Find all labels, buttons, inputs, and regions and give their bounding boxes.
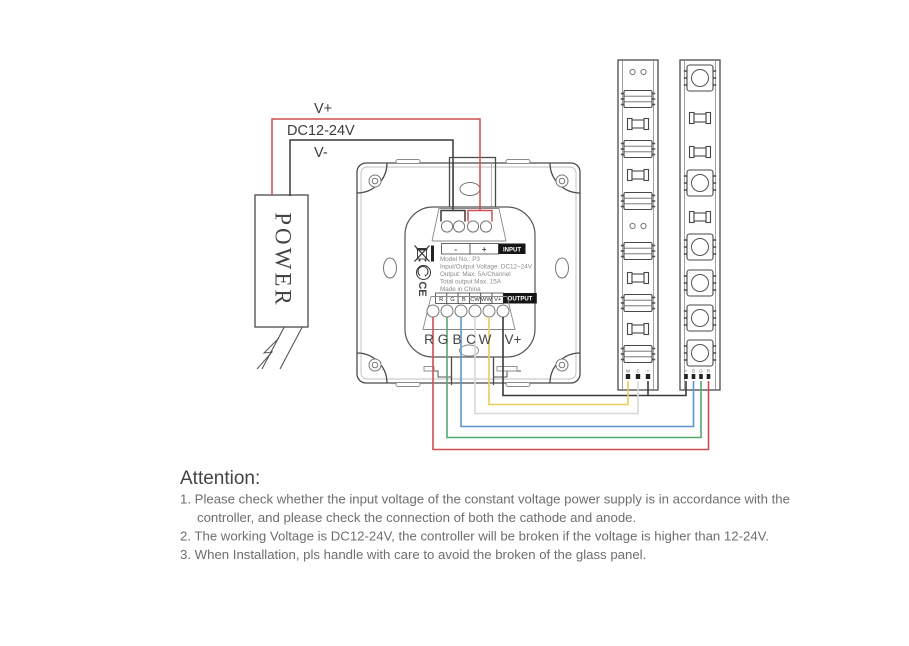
info-output: Output: Max. 5A/Channel [440, 271, 511, 278]
terminal-label-b: B [452, 332, 461, 347]
label-v-plus: V+ [314, 101, 332, 117]
pad-label: G [699, 369, 702, 374]
ac-input-wire [261, 327, 285, 370]
wire-cw-white [474, 317, 639, 415]
pad-label: R [707, 369, 710, 374]
output-recess [422, 296, 516, 330]
input-wires [271, 118, 493, 222]
output-label-row: R G B CW WW V+ OUTPUT [435, 292, 537, 304]
out-box-g: G [450, 297, 455, 303]
terminal-letters: R G B C W V+ [424, 332, 521, 347]
out-box-b: B [462, 297, 466, 303]
led-strip-left: W C + [617, 59, 659, 391]
input-bracket-plus [467, 209, 493, 222]
output-label: OUTPUT [508, 297, 533, 303]
certification-icons: CE [414, 245, 434, 297]
attention-section: Attention: 1. Please check whether the i… [180, 468, 790, 562]
wire-vplus-black [502, 317, 687, 397]
mount-tab [395, 382, 421, 387]
strip-left-pads: W C + [625, 369, 651, 379]
top-wire-channel [448, 156, 497, 209]
input-wire-vplus [271, 118, 481, 211]
pad-label: B [692, 369, 695, 374]
ce-mark: CE [416, 281, 428, 296]
wire-r-red [432, 317, 710, 451]
out-box-ww: WW [481, 297, 492, 303]
input-label: INPUT [503, 247, 521, 253]
strip-left-body [617, 59, 659, 391]
terminal-label-c: C [466, 332, 476, 347]
mount-tab [395, 159, 421, 164]
led-strip-right: + B G R [679, 59, 721, 391]
wire-ww-yellow [488, 317, 629, 406]
input-bracket-minus [440, 209, 466, 222]
pad-label: W [626, 369, 630, 374]
pad-label: + [685, 369, 688, 374]
controller-module: - + INPUT CE Model No.: P3 Inpu [404, 206, 537, 358]
info-origin: Made in China [440, 286, 481, 293]
out-box-cw: CW [470, 297, 480, 303]
input-label-row: - + INPUT [441, 243, 526, 255]
label-dc-range: DC12-24V [287, 123, 355, 139]
out-box-v: V+ [494, 297, 502, 303]
terminal-label-r: R [424, 332, 434, 347]
input-terminals [440, 220, 493, 233]
power-supply: POWER [254, 194, 309, 370]
wire-g-green [446, 317, 702, 439]
ac-input-wire [279, 327, 303, 370]
mount-tab [505, 159, 531, 164]
module-bottom-oval [459, 344, 479, 357]
out-box-r: R [439, 297, 443, 303]
output-wires [432, 317, 710, 451]
side-oval [383, 257, 397, 279]
side-oval [555, 257, 569, 279]
attention-line-1b: controller, and please check the connect… [197, 510, 636, 525]
supply-labels: V+ DC12-24V V- [287, 101, 355, 161]
strip-left-components [619, 68, 657, 364]
label-v-minus: V- [314, 145, 328, 161]
attention-title: Attention: [180, 468, 260, 489]
strip-right-pads: + B G R [684, 369, 711, 379]
terminal-label-vplus: V+ [505, 332, 522, 347]
bottom-wire-channel [423, 356, 521, 385]
info-total: Total output Max. 15A [440, 279, 502, 286]
lightning-bolt-icon [256, 337, 280, 370]
mount-tab [505, 382, 531, 387]
power-supply-body [254, 194, 309, 328]
module-info-text: Model No.: P3 Input/Output Voltage: DC12… [440, 256, 533, 293]
attention-line-1a: 1. Please check whether the input voltag… [180, 492, 790, 507]
attention-line-3: 3. When Installation, pls handle with ca… [180, 547, 646, 562]
strip-right-body [679, 59, 721, 391]
minus-label: - [454, 245, 457, 254]
panel-inner-line [360, 166, 577, 380]
info-model: Model No.: P3 [440, 256, 480, 263]
terminal-label-g: G [438, 332, 449, 347]
recycle-circle-icon [416, 265, 431, 280]
wire-b-blue [460, 317, 695, 428]
weee-bin-icon [414, 245, 434, 262]
pad-label: + [647, 369, 650, 374]
plus-label: + [482, 245, 487, 254]
input-wire-vminus [289, 139, 454, 211]
corner-screws [368, 174, 569, 372]
attention-line-2: 2. The working Voltage is DC12-24V, the … [180, 529, 769, 544]
terminal-label-w: W [479, 332, 492, 347]
info-voltage: Input/Output Voltage: DC12~24V [440, 264, 533, 271]
power-supply-label: POWER [271, 212, 296, 308]
pad-label: C [636, 369, 639, 374]
